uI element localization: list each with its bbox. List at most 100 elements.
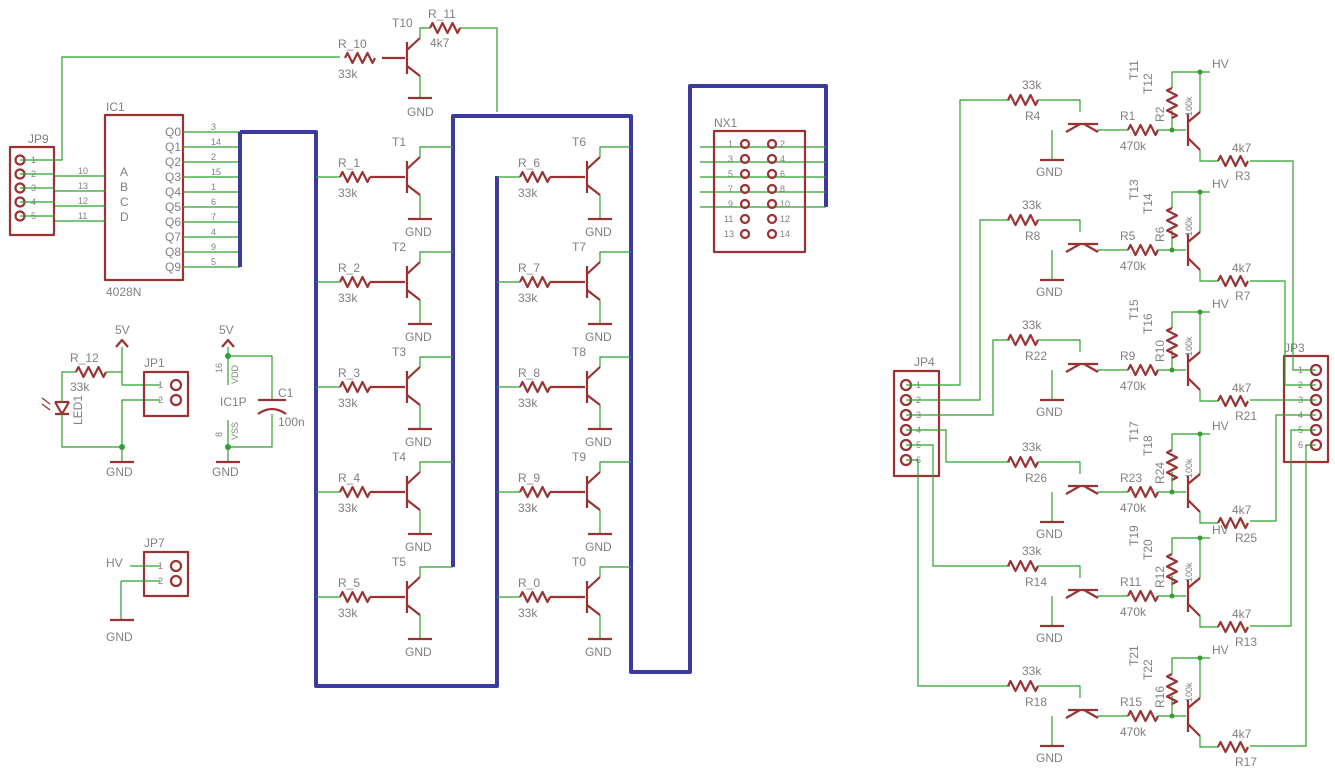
driver-transistor-label: T4 [392,450,406,464]
hv-output-resistor[interactable] [1217,620,1249,634]
hv-input-resistor[interactable] [1007,213,1039,227]
driver-resistor[interactable] [339,485,371,499]
hv-pullup-resistor[interactable] [1165,87,1179,119]
led1[interactable]: LED1 [41,395,85,425]
driver-transistor[interactable] [370,471,421,511]
hv-base-resistor[interactable] [1127,123,1159,137]
driver-transistor[interactable] [370,366,421,406]
hv-pnp-transistor[interactable] [1065,242,1099,253]
hv-npn-transistor[interactable] [1186,577,1201,617]
hv-input-resistor[interactable] [1007,559,1039,573]
jp1-connector[interactable]: JP1 1 2 [142,356,190,418]
hv-pnp-transistor[interactable] [1065,708,1099,719]
v5-label-jp1: 5V [115,323,130,337]
ic1-pin-q8: 9 [211,242,216,252]
driver-transistor[interactable] [550,471,601,511]
driver-transistor[interactable] [550,366,601,406]
bus-left [240,130,499,688]
hv-pnp-transistor[interactable] [1065,362,1099,373]
hv-output-resistor[interactable] [1217,516,1249,530]
hv-npn-transistor[interactable] [1186,351,1201,391]
hv-pnp-transistor[interactable] [1065,588,1099,599]
driver-transistor[interactable] [550,576,601,616]
r11-value: 4k7 [430,36,450,50]
hv-base-resistor[interactable] [1127,485,1159,499]
driver-resistor[interactable] [519,485,551,499]
t10-label: T10 [392,16,413,30]
driver-transistor-label: T0 [572,555,586,569]
hv-pullup-resistor[interactable] [1165,553,1179,585]
nx1-connector[interactable]: NX1 1 3 5 7 9 11 13 2 4 6 8 10 12 14 [712,116,807,254]
driver-transistor[interactable] [370,576,421,616]
hv-output-resistor[interactable] [1217,274,1249,288]
hv-pullup-resistor[interactable] [1165,327,1179,359]
driver-transistor[interactable] [550,261,601,301]
nx1-pin-7: 7 [728,184,733,194]
driver-wire [599,146,612,219]
hv-base-resistor[interactable] [1127,709,1159,723]
driver-resistor[interactable] [519,170,551,184]
resistor-r10[interactable]: R_10 33k [338,37,376,81]
hv-output-resistor[interactable] [1217,740,1249,754]
driver-resistor[interactable] [339,170,371,184]
ic1-q6: Q6 [165,215,181,229]
driver-resistor-label: R_5 [338,576,360,590]
hv-input-resistor[interactable] [1007,679,1039,693]
junction [1169,593,1175,599]
jp9-connector[interactable]: JP9 1 2 3 4 5 [8,132,56,237]
jp7-connector[interactable]: JP7 1 2 [142,536,190,598]
hv-pullup-resistor[interactable] [1165,207,1179,239]
hv-output-resistor-label: R7 [1235,289,1251,303]
hv-output-resistor[interactable] [1217,154,1249,168]
transistor-t10[interactable]: T10 [382,16,421,77]
ic1-decoder[interactable]: IC1 4028N A B C D 10 13 12 11 Q0 Q1 Q2 Q… [78,100,221,299]
driver-resistor[interactable] [519,590,551,604]
hv-npn-transistor[interactable] [1186,697,1201,737]
driver-resistor[interactable] [519,380,551,394]
driver-resistor[interactable] [339,275,371,289]
hv-npn-transistor[interactable] [1186,111,1201,151]
resistor-r11[interactable]: R_11 4k7 [428,7,461,50]
hv-input-resistor[interactable] [1007,455,1039,469]
hv-npn-transistor[interactable] [1186,473,1201,513]
driver-resistor[interactable] [339,380,371,394]
driver-resistor[interactable] [519,275,551,289]
hv-pnp-transistor[interactable] [1065,122,1099,133]
hv-pnp-transistor[interactable] [1065,484,1099,495]
junction [1169,127,1175,133]
hv-npn-transistor[interactable] [1186,231,1201,271]
driver-transistor[interactable] [370,261,421,301]
hv-wire [1038,685,1081,746]
capacitor-c1[interactable]: C1 100n [257,386,305,429]
hv-input-resistor[interactable] [1007,93,1039,107]
driver-transistor[interactable] [370,156,421,196]
hv-pullup-resistor[interactable] [1165,673,1179,705]
hv-base-resistor[interactable] [1127,589,1159,603]
resistor-r12[interactable]: R_12 33k [70,351,107,394]
hv-base-resistor[interactable] [1127,363,1159,377]
driver-transistor[interactable] [550,156,601,196]
hv-input-resistor[interactable] [1007,333,1039,347]
driver-resistor[interactable] [339,590,371,604]
hv-output-resistor[interactable] [1217,394,1249,408]
ic1p-power[interactable]: 16 VDD IC1P 8 VSS [214,363,247,440]
hv-pullup-resistor[interactable] [1165,449,1179,481]
hv-base-resistor[interactable] [1127,243,1159,257]
